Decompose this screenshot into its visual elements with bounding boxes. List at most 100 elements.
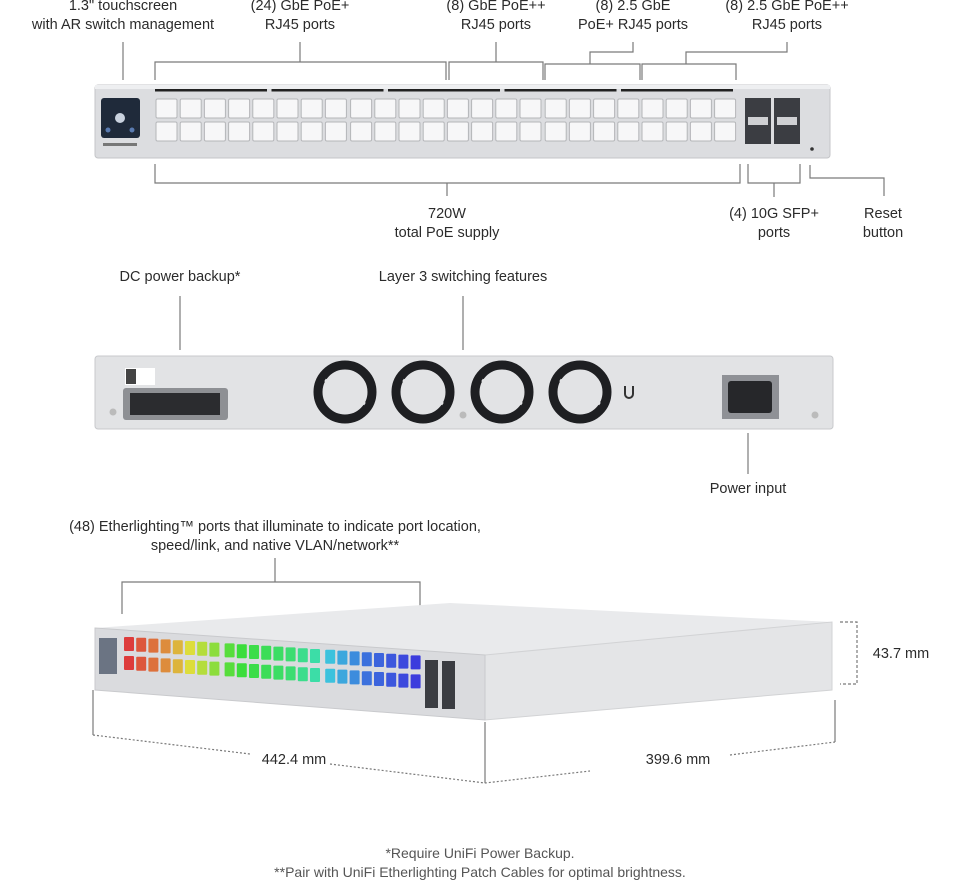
callout-etherlighting: (48) Etherlighting™ ports that illuminat…: [69, 518, 481, 556]
etherlighting-port: [285, 647, 296, 662]
etherlighting-port: [325, 668, 336, 683]
etherlighting-port: [224, 643, 235, 658]
fan-icon: [391, 360, 455, 424]
sfp-cage: [745, 98, 800, 144]
callout-text: RJ45 ports: [264, 17, 336, 33]
etherlighting-port: [285, 666, 296, 681]
etherlighting-port: [374, 653, 384, 667]
rj45-port: [714, 121, 737, 142]
callout-text: button: [862, 225, 904, 241]
front-panel: [94, 84, 831, 159]
rj45-port: [398, 98, 421, 119]
dimension-width: 442.4 mm: [261, 752, 327, 768]
etherlighting-port: [236, 663, 247, 678]
etherlighting-port: [197, 660, 208, 675]
callout-text: 720W: [428, 206, 466, 222]
etherlighting-port: [185, 660, 195, 674]
rj45-port: [300, 98, 323, 119]
ubiquiti-logo: [624, 386, 634, 399]
etherlighting-port: [349, 651, 360, 666]
dimension-height: 43.7 mm: [872, 646, 930, 662]
dimension-depth: 399.6 mm: [645, 752, 711, 768]
rj45-port: [179, 98, 202, 119]
rj45-port: [155, 121, 178, 142]
rj45-port: [641, 98, 664, 119]
rj45-port: [689, 121, 712, 142]
rj45-port: [350, 121, 373, 142]
etherlighting-port: [297, 648, 308, 663]
rj45-port: [617, 121, 640, 142]
port-group-bar: [155, 89, 267, 92]
etherlighting-port: [224, 662, 235, 677]
etherlighting-port: [185, 641, 195, 655]
callout-8-gbe-poe-plusplus: (8) GbE PoE++ RJ45 ports: [446, 0, 545, 35]
rj45-port: [398, 121, 421, 142]
etherlighting-port: [124, 656, 134, 670]
rj45-port: [471, 121, 494, 142]
rj45-port: [593, 98, 616, 119]
callout-text: (8) GbE PoE++: [446, 0, 546, 14]
rj45-port: [228, 121, 251, 142]
etherlighting-port: [273, 665, 284, 680]
rj45-port: [252, 98, 275, 119]
etherlighting-port: [297, 667, 308, 682]
port-group-bar: [271, 89, 384, 92]
rj45-port: [446, 98, 469, 119]
etherlighting-port: [136, 637, 147, 652]
rj45-port: [374, 121, 397, 142]
callout-24-gbe-poe-plus: (24) GbE PoE+ RJ45 ports: [251, 0, 350, 35]
rj45-port: [203, 98, 226, 119]
rj45-port: [714, 98, 737, 119]
etherlighting-port: [386, 672, 397, 687]
rj45-port: [544, 98, 567, 119]
etherlighting-port: [160, 639, 171, 654]
etherlighting-port: [209, 642, 220, 657]
rj45-port: [568, 98, 591, 119]
iso-touchscreen: [99, 638, 117, 674]
callout-power-input: Power input: [709, 481, 787, 497]
etherlighting-port: [361, 652, 372, 667]
fan-icon: [313, 360, 377, 424]
callout-text: (8) 2.5 GbE: [595, 0, 671, 14]
callout-dc-power-backup: DC power backup*: [119, 269, 241, 285]
rj45-port: [422, 98, 445, 119]
etherlighting-port: [148, 657, 159, 672]
callout-text: (24) GbE PoE+: [250, 0, 350, 14]
rj45-port: [422, 121, 445, 142]
etherlighting-port: [410, 674, 421, 689]
rj45-port: [155, 98, 178, 119]
etherlighting-port: [325, 649, 336, 664]
front-logo: [103, 143, 137, 146]
etherlighting-port: [249, 664, 259, 678]
rj45-port: [593, 121, 616, 142]
rj45-port: [252, 121, 275, 142]
rj45-port: [228, 98, 251, 119]
callout-sfp-ports: (4) 10G SFP+ ports: [729, 205, 819, 243]
rj45-port: [203, 121, 226, 142]
etherlighting-port: [261, 664, 272, 679]
etherlighting-port: [249, 645, 259, 659]
port-group-bar: [388, 89, 500, 92]
rj45-port: [300, 121, 323, 142]
fan-icon: [548, 360, 612, 424]
fan-spoke: [402, 378, 444, 406]
etherlighting-port: [398, 654, 409, 669]
rj45-port: [446, 121, 469, 142]
callout-text: (8) 2.5 GbE PoE++: [725, 0, 849, 14]
rj45-port: [471, 98, 494, 119]
footnote-etherlighting: **Pair with UniFi Etherlighting Patch Ca…: [274, 864, 686, 880]
fan-spoke: [324, 378, 366, 406]
etherlighting-port: [398, 673, 409, 688]
callout-touchscreen: 1.3" touchscreen with AR switch manageme…: [32, 0, 214, 35]
etherlighting-port: [273, 646, 284, 661]
etherlighting-port: [172, 640, 183, 655]
fan-icon: [470, 360, 534, 424]
etherlighting-port: [197, 641, 208, 656]
port-group-bar: [504, 89, 617, 92]
callout-text: with AR switch management: [31, 17, 215, 33]
fan-spoke: [559, 378, 601, 406]
etherlighting-port: [374, 672, 384, 686]
etherlighting-port: [337, 650, 348, 665]
rj45-port: [617, 98, 640, 119]
